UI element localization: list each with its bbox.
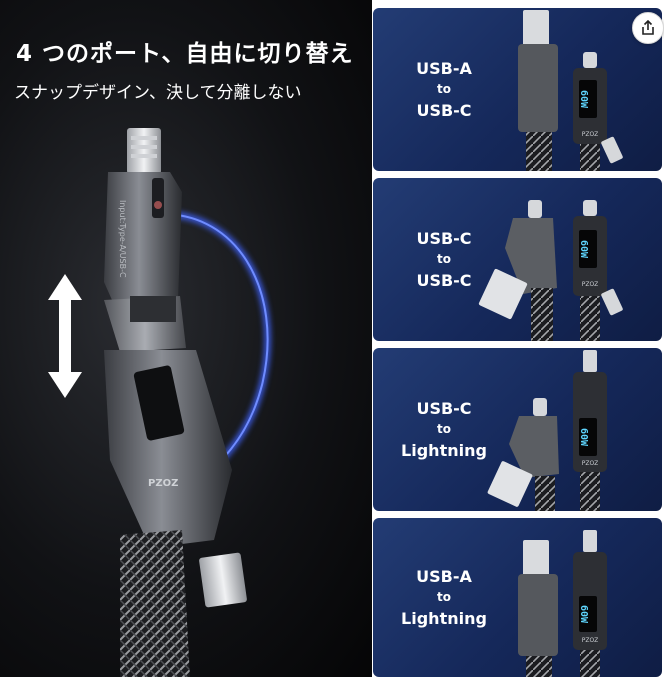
panel-usba-lightning: USB-A to Lightning 60W PZOZ — [373, 518, 662, 677]
svg-text:60W: 60W — [578, 605, 589, 624]
svg-text:60W: 60W — [578, 90, 589, 109]
panel-to: USB-C — [416, 271, 472, 290]
svg-text:Input:Type-A/USB-C: Input:Type-A/USB-C — [118, 200, 127, 278]
panel-to: Lightning — [401, 441, 487, 460]
svg-text:PZOZ: PZOZ — [148, 478, 178, 489]
svg-text:PZOZ: PZOZ — [582, 637, 599, 644]
panel-to: Lightning — [401, 609, 487, 628]
cable-usbc-lightning-illustration: 60W PZOZ — [487, 350, 607, 511]
svg-text:PZOZ: PZOZ — [582, 131, 599, 138]
double-arrow-icon — [48, 274, 82, 398]
panel-from: USB-A — [416, 59, 472, 78]
hero-subline: スナップデザイン、決して分離しない — [14, 83, 302, 103]
panel-usba-usbc: USB-A to USB-C 60W PZOZ — [373, 8, 662, 171]
hero-headline: 4 つのポート、自由に切り替え — [16, 41, 354, 67]
panel-label: USB-C to USB-C — [385, 228, 503, 291]
panel-from: USB-C — [416, 229, 472, 248]
cable-usba-usbc-illustration: 60W PZOZ — [518, 10, 623, 171]
share-icon — [642, 20, 654, 35]
panel-label: USB-A to USB-C — [385, 58, 503, 121]
panel-label: USB-A to Lightning — [385, 566, 503, 629]
panel-to: USB-C — [416, 101, 472, 120]
panel-connector: to — [437, 590, 451, 604]
panel-from: USB-C — [416, 399, 472, 418]
cable-usba-lightning-illustration: 60W PZOZ — [518, 530, 607, 677]
share-button[interactable] — [632, 12, 664, 44]
svg-text:60W: 60W — [578, 240, 589, 259]
panel-from: USB-A — [416, 567, 472, 586]
panel-label: USB-C to Lightning — [385, 398, 503, 461]
svg-text:PZOZ: PZOZ — [582, 281, 599, 288]
panel-usbc-usbc: USB-C to USB-C 60W PZOZ — [373, 178, 662, 341]
cable-usbc-usbc-illustration: 60W PZOZ — [478, 200, 623, 341]
panel-connector: to — [437, 252, 451, 266]
hero-cable-illustration: Input:Type-A/USB-C PZOZ — [104, 128, 271, 677]
svg-text:60W: 60W — [578, 428, 589, 447]
panel-usbc-lightning: USB-C to Lightning 60W PZOZ — [373, 348, 662, 511]
hero-section: Input:Type-A/USB-C PZOZ 4 つのポート、自由に切り替え … — [0, 0, 372, 677]
svg-text:PZOZ: PZOZ — [582, 460, 599, 467]
panel-connector: to — [437, 422, 451, 436]
panel-connector: to — [437, 82, 451, 96]
